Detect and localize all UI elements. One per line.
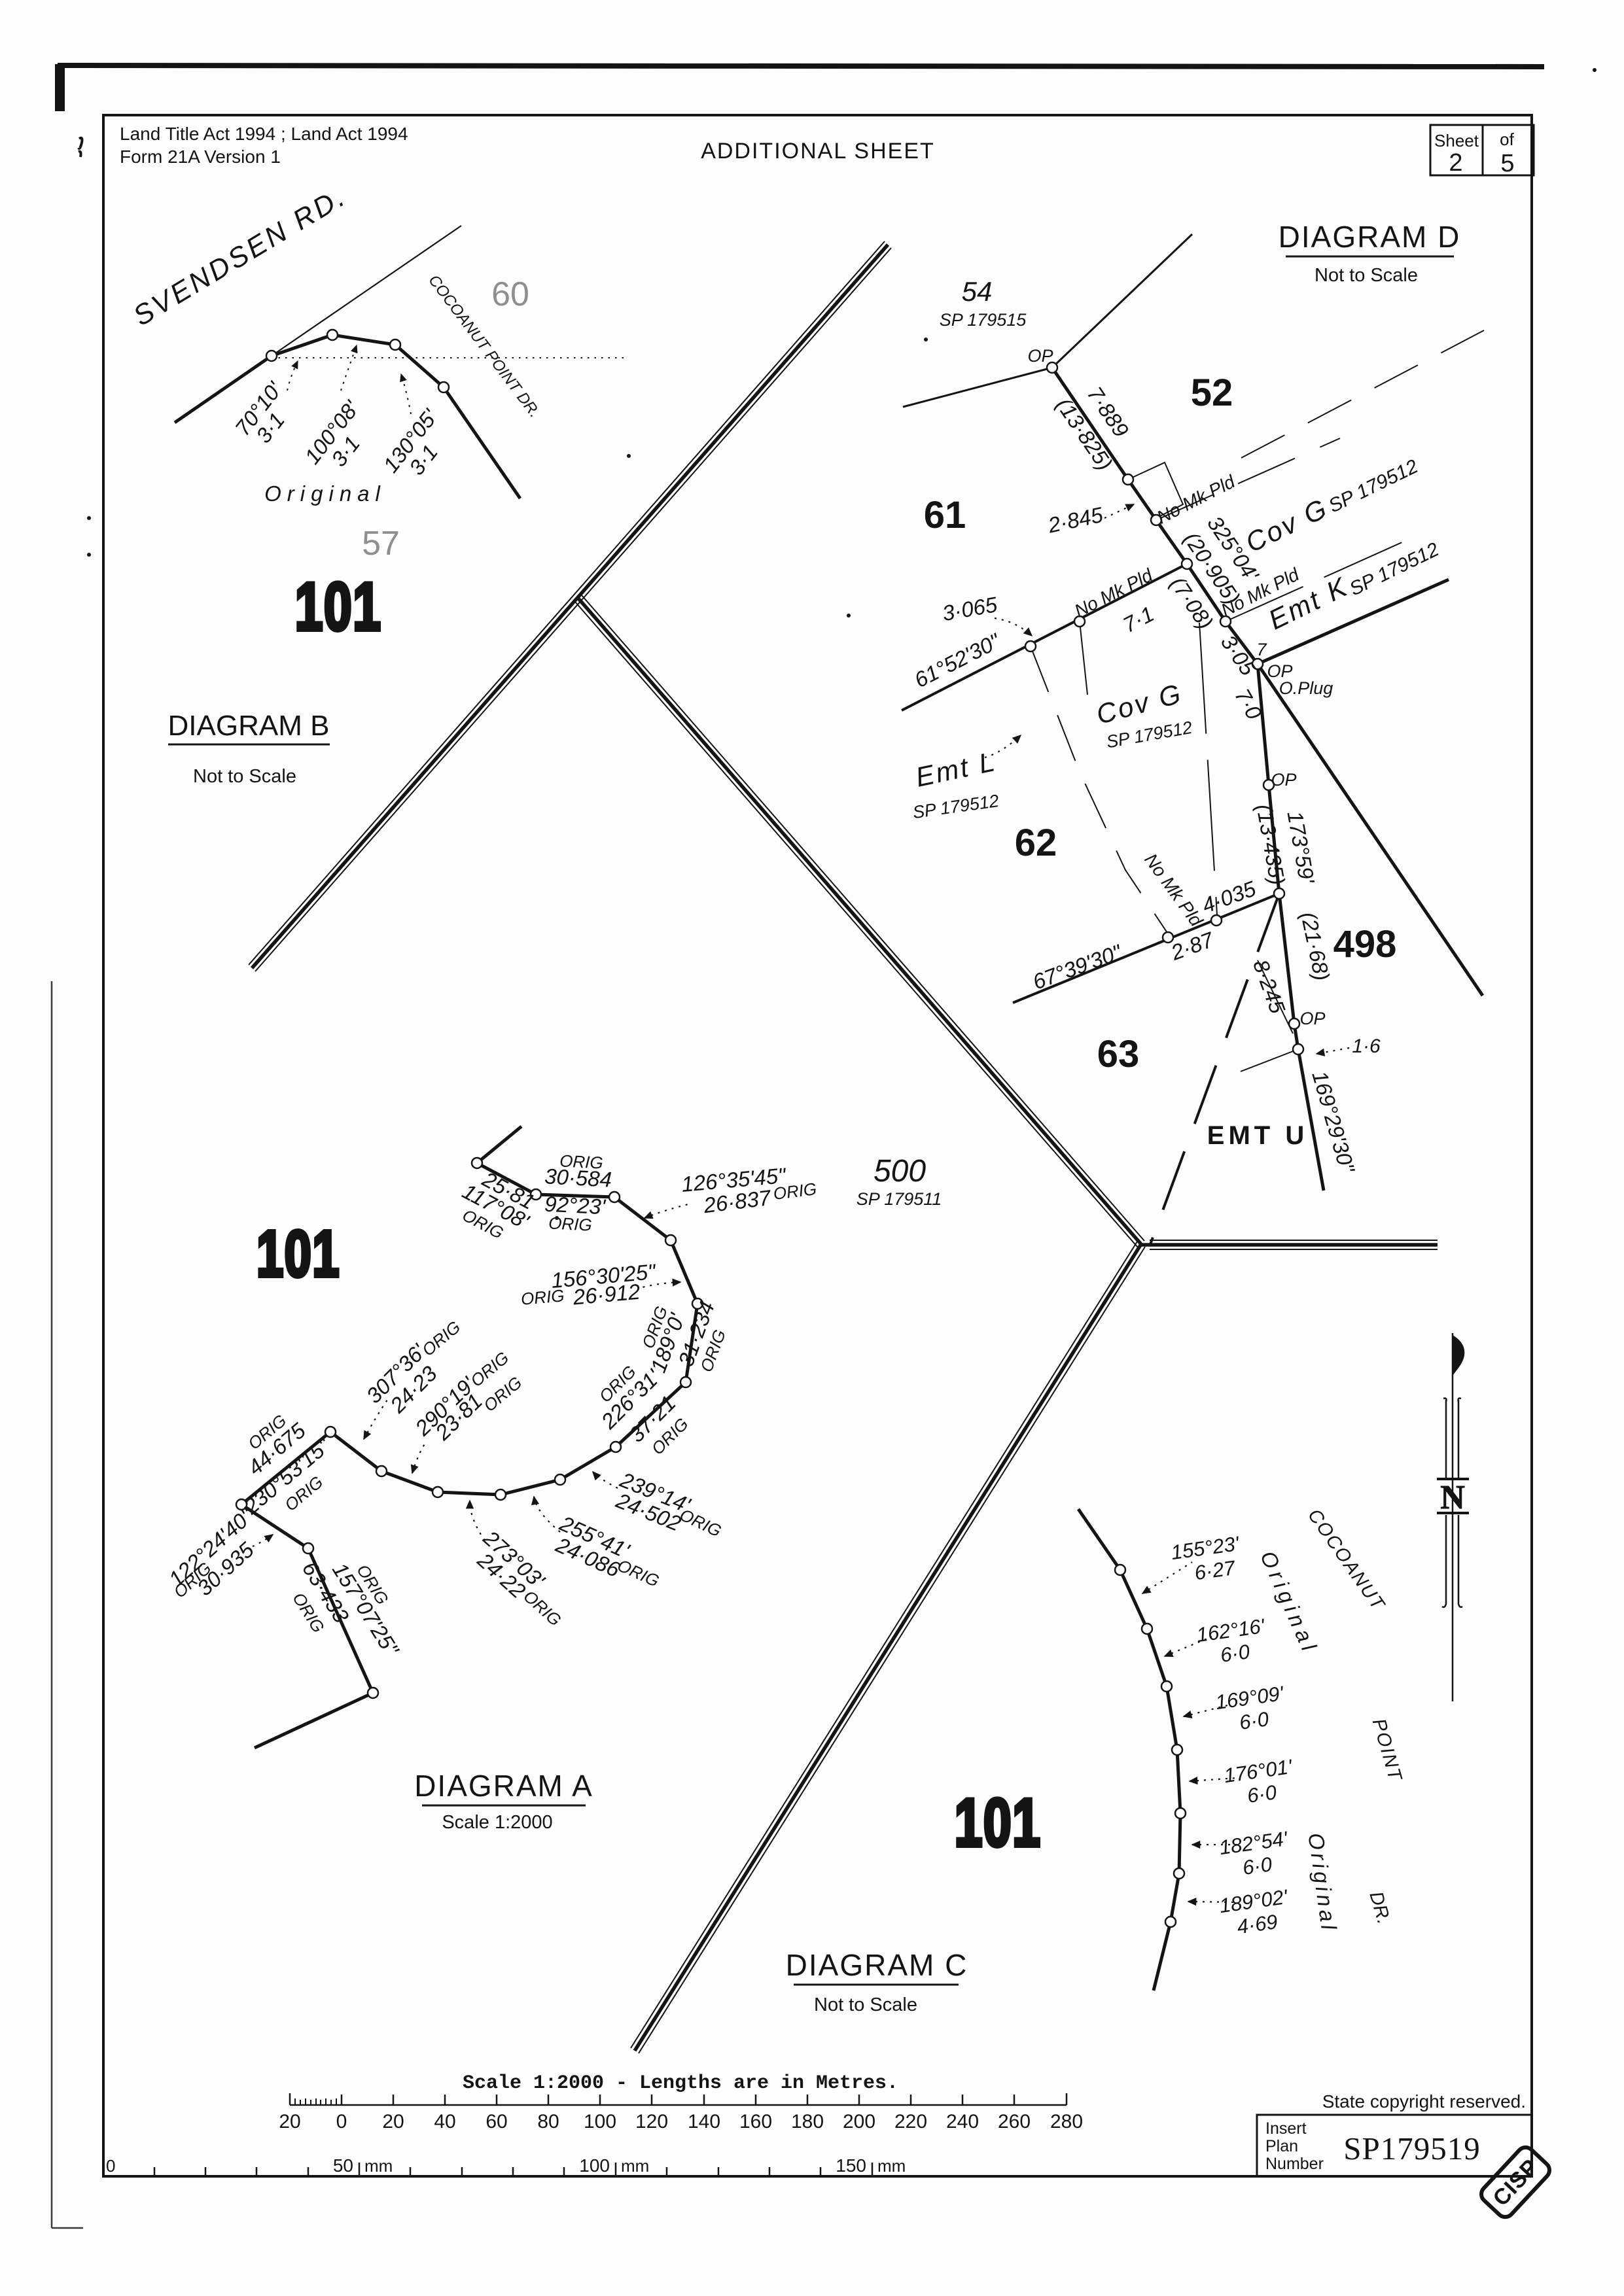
svg-text:DIAGRAM B: DIAGRAM B xyxy=(168,710,330,742)
svg-text:1·6: 1·6 xyxy=(1352,1035,1381,1057)
svg-text:60: 60 xyxy=(485,2111,507,2132)
svg-text:100: 100 xyxy=(584,2111,616,2132)
svg-text:0: 0 xyxy=(106,2156,115,2176)
svg-text:30·584: 30·584 xyxy=(544,1164,612,1191)
svg-text:5: 5 xyxy=(1500,150,1514,177)
svg-text:498: 498 xyxy=(1333,923,1397,965)
svg-text:2: 2 xyxy=(1449,149,1462,177)
svg-text:mm: mm xyxy=(364,2156,393,2176)
svg-text:54: 54 xyxy=(962,276,993,307)
svg-text:100: 100 xyxy=(579,2155,610,2176)
svg-text:State copyright reserved.: State copyright reserved. xyxy=(1322,2091,1526,2112)
svg-text:DIAGRAM A: DIAGRAM A xyxy=(414,1769,593,1803)
svg-text:260: 260 xyxy=(998,2111,1031,2132)
svg-text:ADDITIONAL SHEET: ADDITIONAL SHEET xyxy=(701,139,935,164)
svg-text:180: 180 xyxy=(791,2111,824,2132)
svg-text:52: 52 xyxy=(1191,372,1233,414)
svg-text:101: 101 xyxy=(955,1785,1042,1861)
svg-text:OP: OP xyxy=(1299,1009,1325,1028)
svg-text:EMT U: EMT U xyxy=(1207,1121,1308,1150)
svg-text:200: 200 xyxy=(843,2111,875,2132)
svg-text:220: 220 xyxy=(894,2111,927,2132)
svg-text:SP179519: SP179519 xyxy=(1343,2131,1481,2166)
svg-text:ORIG: ORIG xyxy=(520,1285,565,1309)
svg-text:140: 140 xyxy=(688,2111,720,2132)
svg-text:20: 20 xyxy=(382,2111,404,2132)
svg-text:280: 280 xyxy=(1050,2111,1083,2132)
svg-text:Scale 1:2000 - Lengths are in: Scale 1:2000 - Lengths are in Metres. xyxy=(463,2072,898,2095)
svg-text:240: 240 xyxy=(946,2111,979,2132)
svg-text:Form 21A Version 1: Form 21A Version 1 xyxy=(120,147,281,167)
svg-text:6·0: 6·0 xyxy=(1238,1707,1270,1734)
svg-text:Scale 1:2000: Scale 1:2000 xyxy=(442,1812,552,1833)
svg-text:4·69: 4·69 xyxy=(1235,1910,1279,1938)
svg-text:Original: Original xyxy=(264,481,386,506)
svg-text:OP: OP xyxy=(1267,661,1292,681)
svg-text:160: 160 xyxy=(739,2111,772,2132)
svg-text:Not to Scale: Not to Scale xyxy=(814,1994,917,2015)
svg-text:Not to Scale: Not to Scale xyxy=(193,766,296,787)
svg-text:Land Title Act 1994 ; Land Ac: Land Title Act 1994 ; Land Act 1994 xyxy=(120,124,408,144)
svg-text:57: 57 xyxy=(362,525,400,563)
svg-text:Insert: Insert xyxy=(1265,2119,1307,2138)
svg-text:62: 62 xyxy=(1015,822,1057,864)
svg-text:80: 80 xyxy=(537,2111,559,2132)
svg-text:50: 50 xyxy=(333,2155,353,2176)
svg-text:26·912: 26·912 xyxy=(571,1279,641,1310)
svg-text:Sheet: Sheet xyxy=(1434,131,1479,150)
svg-text:150: 150 xyxy=(836,2155,866,2176)
svg-text:101: 101 xyxy=(295,569,382,645)
svg-text:SP 179511: SP 179511 xyxy=(856,1189,942,1209)
svg-text:6·0: 6·0 xyxy=(1219,1640,1251,1667)
svg-text:63: 63 xyxy=(1097,1033,1140,1075)
svg-text:0: 0 xyxy=(336,2111,347,2132)
svg-text:6·0: 6·0 xyxy=(1241,1852,1273,1879)
svg-text:92°23': 92°23' xyxy=(544,1192,607,1219)
svg-text:60: 60 xyxy=(491,275,529,313)
svg-text:of: of xyxy=(1500,130,1514,149)
svg-text:20: 20 xyxy=(279,2111,300,2132)
svg-text:mm: mm xyxy=(877,2156,906,2176)
svg-text:OP: OP xyxy=(1271,770,1296,790)
svg-text:61: 61 xyxy=(924,494,966,536)
svg-text:120: 120 xyxy=(635,2111,668,2132)
svg-text:ORIG: ORIG xyxy=(559,1151,604,1172)
svg-text:40: 40 xyxy=(434,2111,455,2132)
svg-text:OP: OP xyxy=(1027,346,1053,366)
svg-text:500: 500 xyxy=(874,1154,926,1189)
svg-text:101: 101 xyxy=(256,1217,340,1291)
svg-text:ORIG: ORIG xyxy=(548,1213,593,1234)
svg-text:Number: Number xyxy=(1265,2155,1324,2173)
svg-text:Not to Scale: Not to Scale xyxy=(1315,265,1418,286)
svg-text:mm: mm xyxy=(621,2156,649,2176)
svg-text:6·0: 6·0 xyxy=(1246,1781,1278,1807)
svg-text:SP 179515: SP 179515 xyxy=(940,310,1027,330)
svg-text:DIAGRAM C: DIAGRAM C xyxy=(786,1948,968,1982)
svg-text:O.Plug: O.Plug xyxy=(1279,678,1333,698)
svg-text:7: 7 xyxy=(1256,640,1267,659)
svg-text:DIAGRAM D: DIAGRAM D xyxy=(1279,220,1461,254)
svg-text:N: N xyxy=(1440,1479,1465,1516)
svg-text:Plan: Plan xyxy=(1265,2137,1298,2155)
